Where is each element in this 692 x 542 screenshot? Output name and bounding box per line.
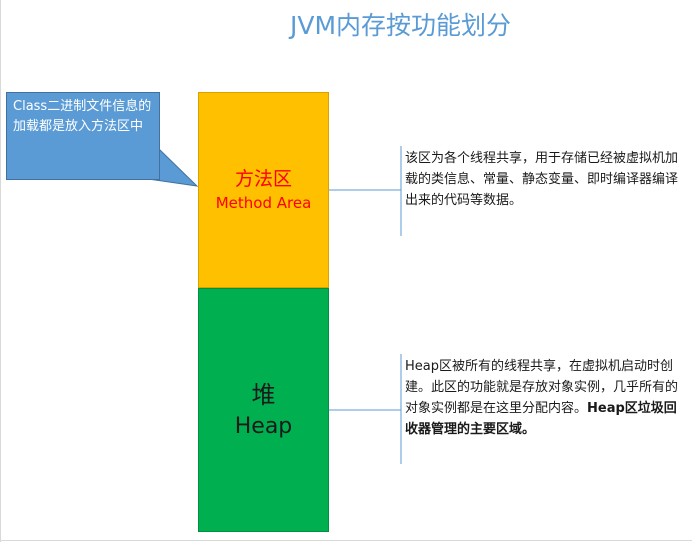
heap-description: Heap区被所有的线程共享，在虚拟机启动时创建。此区的功能就是存放对象实例，几乎… — [405, 356, 688, 440]
method-area-description: 该区为各个线程共享，用于存储已经被虚拟机加载的类信息、常量、静态变量、即时编译器… — [405, 148, 688, 211]
method-area-name-en: Method Area — [215, 194, 312, 212]
heap-name-en: Heap — [234, 414, 293, 439]
class-loading-callout: Class二进制文件信息的加载都是放入方法区中 — [6, 92, 160, 180]
heap-description-emphasis: Heap区垃圾回收器管理的主要区域。 — [405, 401, 677, 437]
bottom-border-rule — [0, 540, 692, 541]
diagram-title: JVM内存按功能划分 — [290, 11, 512, 40]
method-area-description-text: 该区为各个线程共享，用于存储已经被虚拟机加载的类信息、常量、静态变量、即时编译器… — [405, 151, 679, 208]
heap-block: 堆 Heap — [198, 288, 329, 532]
method-area-name: 方法区 — [234, 168, 292, 190]
method-area-block: 方法区 Method Area — [198, 92, 329, 288]
heap-name: 堆 — [251, 381, 276, 409]
heap-description-text: Heap区被所有的线程共享，在虚拟机启动时创建。此区的功能就是存放对象实例，几乎… — [405, 359, 679, 416]
heap-connector — [329, 354, 402, 464]
left-border-rule — [0, 0, 1, 542]
method-area-connector — [329, 146, 402, 236]
callout-text: Class二进制文件信息的加载都是放入方法区中 — [13, 99, 152, 134]
